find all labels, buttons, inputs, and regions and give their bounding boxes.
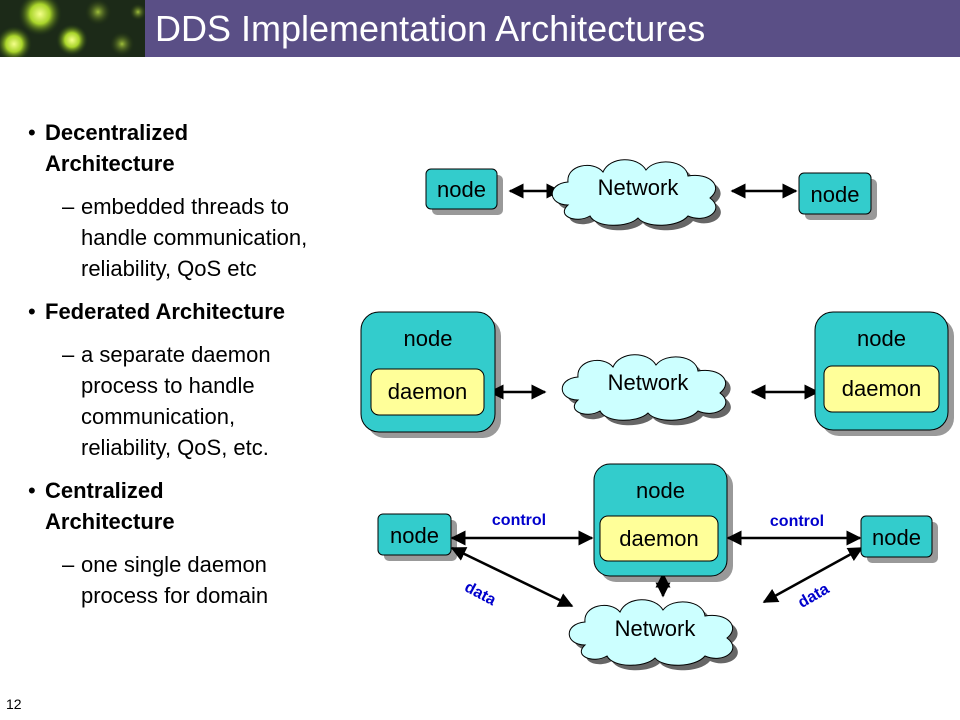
node-label: node [404,326,453,351]
node-box: node [798,172,877,220]
control-label: control [492,512,546,529]
bullet-heading: Federated Architecture [28,296,373,327]
network-cloud: Network [568,599,738,671]
decorative-orbs-image [0,0,145,57]
daemon-box [370,368,485,416]
daemon-box [823,365,940,413]
node-label: node [636,478,685,503]
node-box: node [425,168,503,215]
page-number: 12 [6,696,22,712]
network-cloud: Network [561,354,731,426]
network-label: Network [608,370,690,395]
decentralized-diagram: node Network node [425,159,877,231]
network-cloud: Network [551,159,721,231]
data-label: data [462,579,499,610]
node-box: node daemon [814,311,954,436]
control-label: control [770,513,824,530]
slide-title: DDS Implementation Architectures [155,8,706,49]
node-box: node [377,513,457,561]
federated-diagram: node daemon Network node daemon [360,311,954,438]
network-label: Network [615,616,697,641]
node-box: node daemon [593,463,733,582]
centralized-diagram: node node daemon node Network control co… [377,463,938,671]
bullet-federated: Federated Architecture –a separate daemo… [28,296,373,463]
network-label: Network [598,175,680,200]
node-label: node [390,523,439,548]
node-label: node [857,326,906,351]
daemon-label: daemon [388,379,468,404]
node-label: node [872,525,921,550]
node-box: node daemon [360,311,501,438]
node-box: node [860,515,938,563]
title-banner: DDS Implementation Architectures [0,0,960,57]
daemon-box [599,515,719,562]
data-arrow [450,546,574,608]
data-arrow [762,546,864,604]
node-label: node [437,177,486,202]
daemon-label: daemon [842,376,922,401]
data-label: data [795,580,832,611]
daemon-label: daemon [619,526,699,551]
node-label: node [811,182,860,207]
